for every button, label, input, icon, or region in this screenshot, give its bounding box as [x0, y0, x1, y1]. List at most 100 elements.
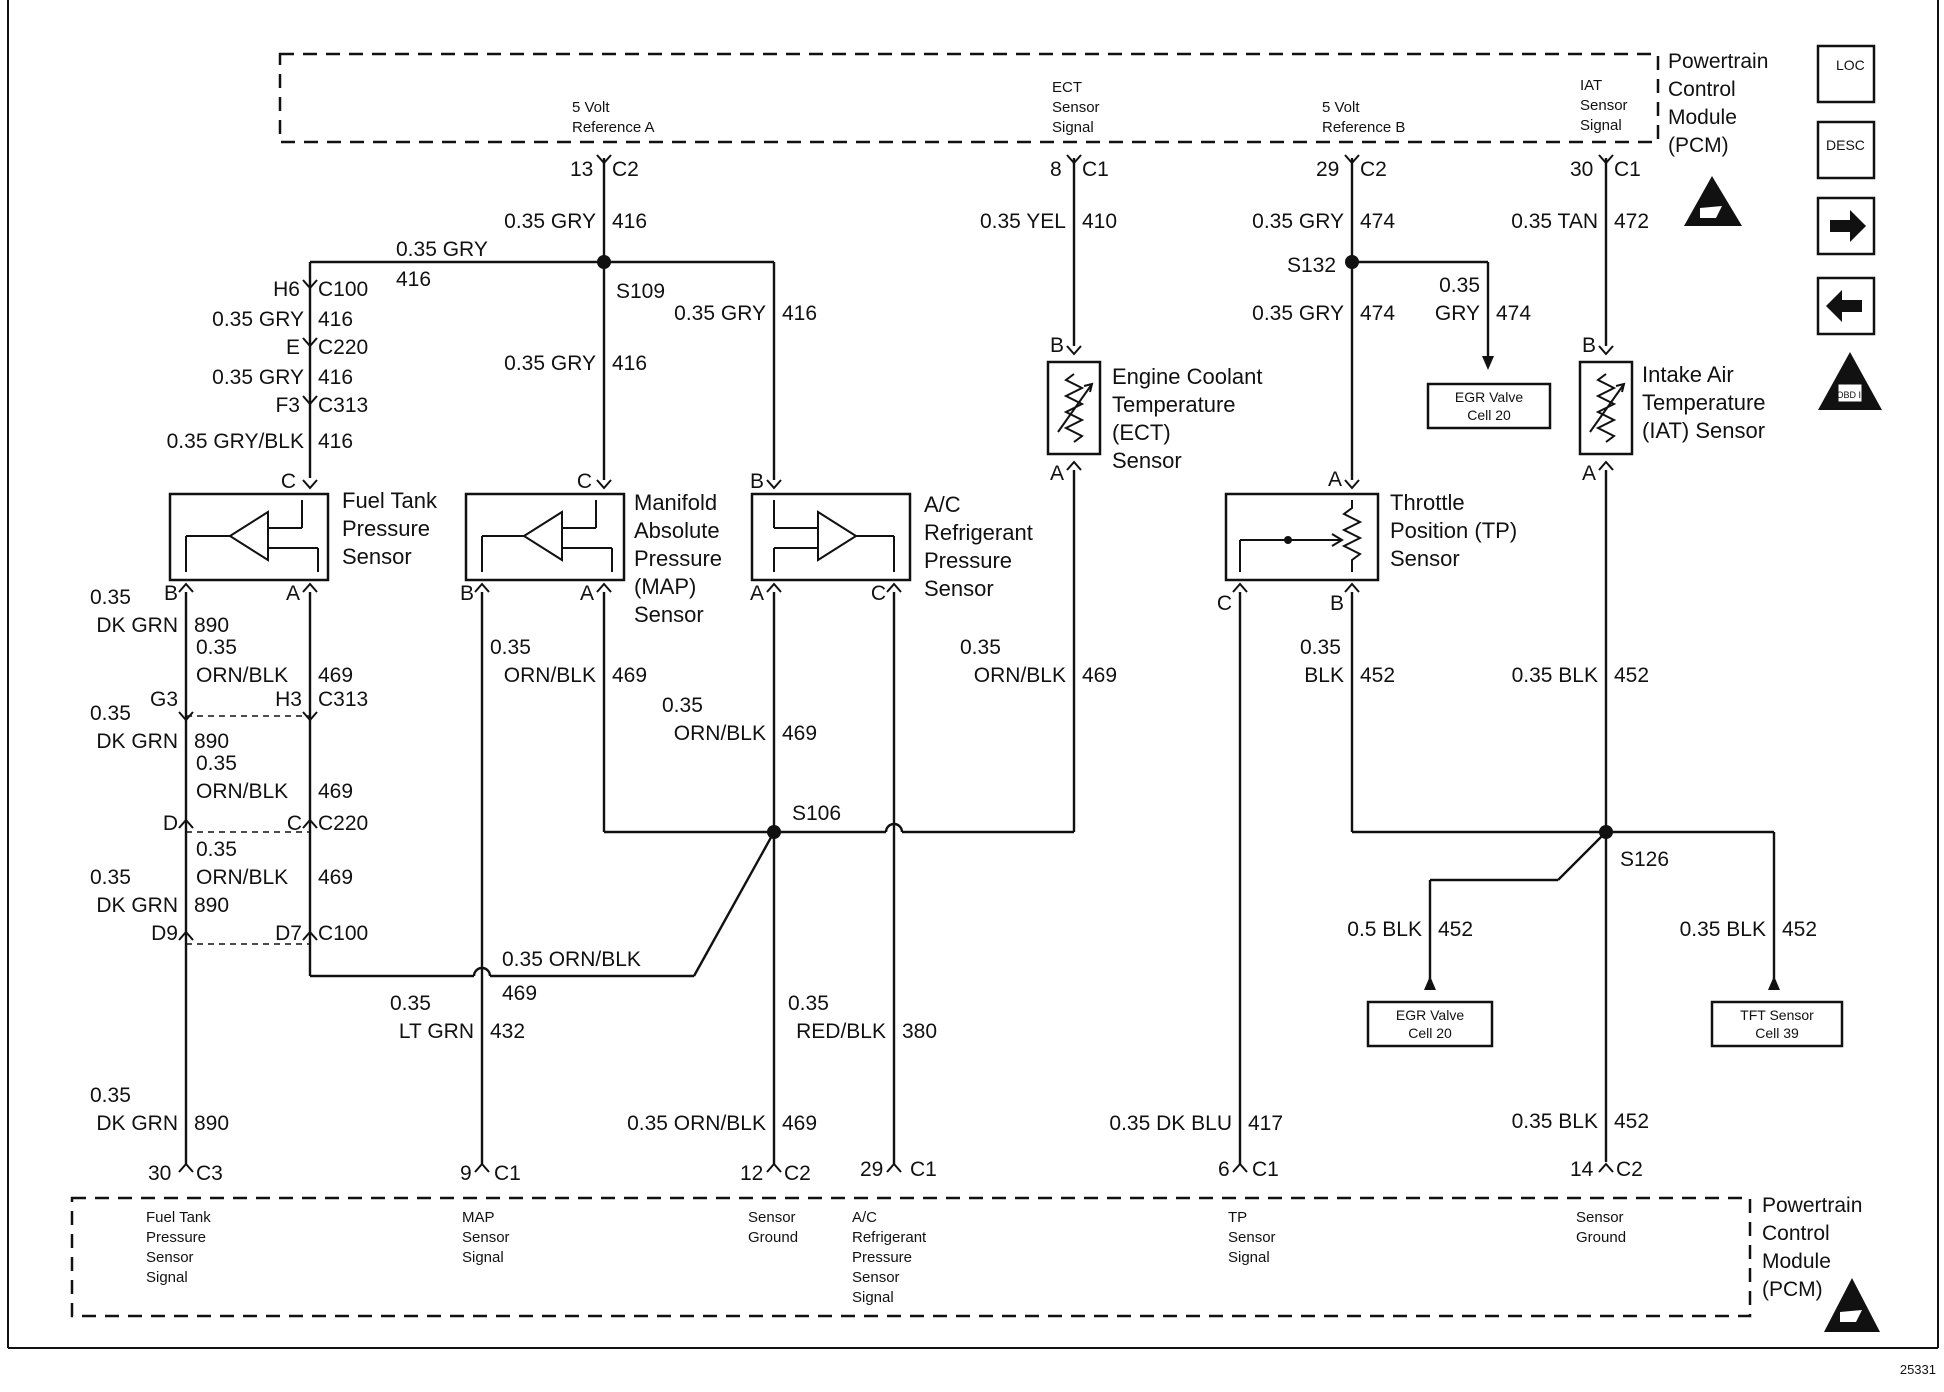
- wire-labels: 0.35 GRY 416 0.35 GRY 416 0.35 GRY 416 0…: [90, 210, 1817, 1135]
- wire-gauge-1: 0.35: [960, 636, 1001, 659]
- signal-ref-a-1: 5 Volt: [572, 99, 610, 116]
- wire-gauge: 0.35 GRY: [1252, 210, 1344, 233]
- egr-valve-cell-ref-top[interactable]: EGR Valve Cell 20: [1426, 382, 1552, 430]
- pcm-bottom-title-line-3: Module: [1762, 1250, 1831, 1273]
- wire-circuit: 469: [612, 664, 647, 687]
- wire-gauge: 0.35 BLK: [1680, 918, 1766, 941]
- signal-tp-3: Signal: [1228, 1249, 1270, 1266]
- wire-circuit: 416: [318, 430, 353, 453]
- pin-c: C: [1217, 592, 1232, 615]
- iat-sensor: B A Intake Air Temperature (IAT) Sensor: [1578, 334, 1766, 485]
- conn-c313: C313: [318, 394, 368, 417]
- wire-gauge: 0.35 DK BLU: [1109, 1112, 1232, 1135]
- wire-gauge: 0.35 GRY: [504, 352, 596, 375]
- egr-valve-cell-ref-bottom[interactable]: EGR Valve Cell 20: [1366, 1000, 1494, 1048]
- pcm-title-line-1: Powertrain: [1668, 50, 1768, 73]
- component-name-1: Manifold: [634, 490, 717, 515]
- pin-a: A: [750, 582, 764, 605]
- wire-circuit: 474: [1496, 302, 1531, 325]
- signal-ect-2: Sensor: [1052, 99, 1100, 116]
- component-name-2: Refrigerant: [924, 520, 1033, 545]
- wire-gauge-1: 0.35: [196, 838, 237, 861]
- cell-ref-line-1: EGR Valve: [1455, 389, 1523, 405]
- desc-button[interactable]: DESC: [1816, 120, 1876, 180]
- signal-ground-2a: Sensor: [1576, 1209, 1624, 1226]
- pcm-top-signal-labels: 5 Volt Reference A ECT Sensor Signal 5 V…: [572, 77, 1628, 136]
- wire-gauge: 0.35 GRY: [396, 238, 488, 261]
- pin-9: 9: [460, 1162, 472, 1185]
- splice-s126-dot: [1599, 825, 1613, 839]
- component-name-3: (IAT) Sensor: [1642, 418, 1765, 443]
- component-name-2: Position (TP): [1390, 518, 1517, 543]
- conn-c1-a: C1: [1082, 158, 1109, 181]
- pcm-bottom-pins: 30 C3 9 C1 12 C2 29 C1 6 C1 14 C2: [148, 1158, 1643, 1185]
- wire-circuit: 890: [194, 730, 229, 753]
- cell-ref-line-1: TFT Sensor: [1740, 1007, 1814, 1023]
- splice-s106: S106: [792, 802, 841, 825]
- pin-30: 30: [1570, 158, 1593, 181]
- signal-ac-5: Signal: [852, 1289, 894, 1306]
- wire-circuit: 432: [490, 1020, 525, 1043]
- splice-labels: S109 S106 S132 S126: [616, 254, 1669, 871]
- signal-ref-a-2: Reference A: [572, 119, 655, 136]
- loc-icon-label: LOC: [1836, 57, 1865, 73]
- tft-sensor-cell-ref[interactable]: TFT Sensor Cell 39: [1710, 1000, 1844, 1048]
- wire-gauge-1: 0.35: [390, 992, 431, 1015]
- wire-gauge-2: ORN/BLK: [504, 664, 596, 687]
- signal-fuel-tank-4: Signal: [146, 1269, 188, 1286]
- component-name-4: Sensor: [1112, 448, 1182, 473]
- ect-sensor: B A Engine Coolant Temperature (ECT) Sen…: [1046, 334, 1262, 485]
- conn-c2-a: C2: [612, 158, 639, 181]
- pin-14: 14: [1570, 1158, 1594, 1181]
- tp-sensor: A C B Throttle Position (TP) Sensor: [1217, 468, 1517, 615]
- previous-page-button[interactable]: [1816, 276, 1876, 336]
- component-name-3: Pressure: [924, 548, 1012, 573]
- pin-8: 8: [1050, 158, 1062, 181]
- cell-ref-line-2: Cell 20: [1467, 407, 1511, 423]
- wire-gauge: 0.5 BLK: [1347, 918, 1422, 941]
- loc-button[interactable]: LOC: [1816, 44, 1876, 104]
- wire-gauge-1: 0.35: [90, 1084, 131, 1107]
- conn-e: E: [286, 336, 300, 359]
- conn-c3: C3: [196, 1162, 223, 1185]
- conn-c1-c: C1: [494, 1162, 521, 1185]
- signal-ground-1a: Sensor: [748, 1209, 796, 1226]
- component-name-2: Temperature: [1642, 390, 1766, 415]
- splice-s109-dot: [597, 255, 611, 269]
- component-name-4: (MAP): [634, 574, 696, 599]
- pin-6: 6: [1218, 1158, 1230, 1181]
- wire-gauge: 0.35 GRY: [212, 308, 304, 331]
- pcm-title-line-4: (PCM): [1668, 134, 1729, 157]
- arrow-left-icon: [1826, 290, 1862, 322]
- wire-gauge-2: ORN/BLK: [196, 664, 288, 687]
- signal-ac-2: Refrigerant: [852, 1229, 927, 1246]
- conn-c100: C100: [318, 278, 368, 301]
- wire-gauge-1: 0.35: [1300, 636, 1341, 659]
- signal-iat-1: IAT: [1580, 77, 1602, 94]
- component-name-2: Absolute: [634, 518, 720, 543]
- component-name-1: Engine Coolant: [1112, 364, 1262, 389]
- signal-map-3: Signal: [462, 1249, 504, 1266]
- component-name-3: Sensor: [1390, 546, 1460, 571]
- signal-ac-3: Pressure: [852, 1249, 912, 1266]
- pcm-top-block: Powertrain Control Module (PCM): [278, 50, 1768, 226]
- conn-d9: D9: [151, 922, 178, 945]
- wire-gauge-2: DK GRN: [96, 730, 178, 753]
- wire-gauge-2: ORN/BLK: [974, 664, 1066, 687]
- cell-ref-line-2: Cell 20: [1408, 1025, 1452, 1041]
- wire-gauge-2: DK GRN: [96, 894, 178, 917]
- signal-ground-1b: Ground: [748, 1229, 798, 1246]
- signal-ref-b-2: Reference B: [1322, 119, 1405, 136]
- conn-h6: H6: [273, 278, 300, 301]
- wire-circuit: 417: [1248, 1112, 1283, 1135]
- conn-c: C: [287, 812, 302, 835]
- conn-c220: C220: [318, 336, 368, 359]
- wire-gauge-1: 0.35: [90, 866, 131, 889]
- next-page-button[interactable]: [1816, 196, 1876, 256]
- signal-iat-3: Signal: [1580, 117, 1622, 134]
- wire-gauge: 0.35 GRY: [674, 302, 766, 325]
- pin-12: 12: [740, 1162, 763, 1185]
- component-name-1: Throttle: [1390, 490, 1465, 515]
- wire-circuit: 469: [318, 780, 353, 803]
- pcm-title-line-2: Control: [1668, 78, 1736, 101]
